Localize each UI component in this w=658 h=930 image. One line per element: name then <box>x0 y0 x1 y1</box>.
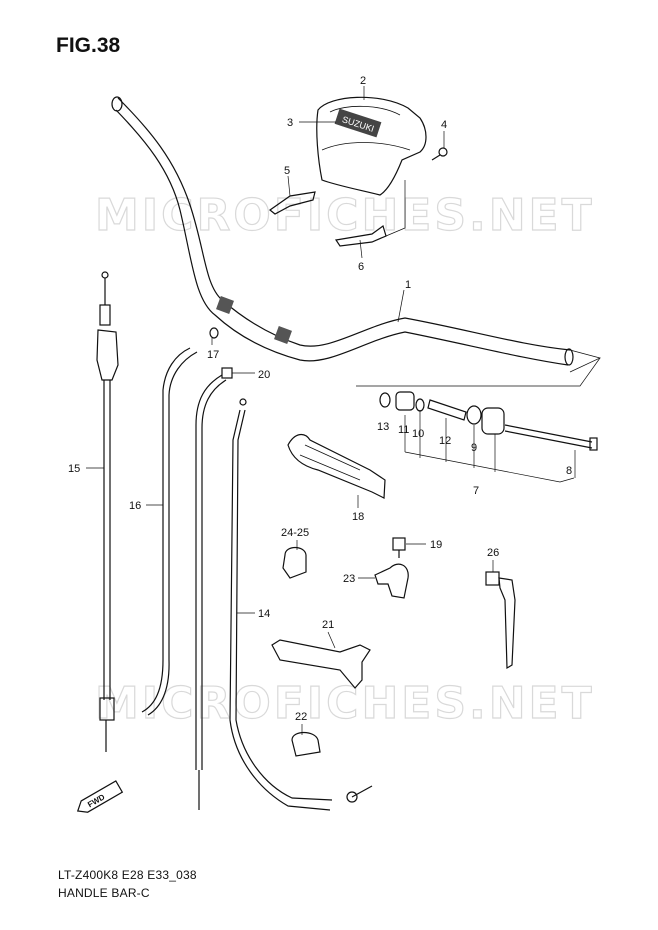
callout-5: 5 <box>284 165 290 177</box>
callout-12: 12 <box>439 435 451 447</box>
bracket-23 <box>374 563 409 599</box>
cable-tie-26 <box>485 560 516 670</box>
watermark-bottom: MICROFICHES.NET <box>95 678 595 729</box>
holder-18 <box>287 434 386 499</box>
callout-20: 20 <box>258 369 270 381</box>
callout-3: 3 <box>287 117 293 129</box>
callout-1: 1 <box>405 279 411 291</box>
callout-8: 8 <box>566 465 572 477</box>
cable-20 <box>195 367 255 810</box>
callout-19: 19 <box>430 539 442 551</box>
cable-16 <box>141 327 219 716</box>
figure-title: FIG.38 <box>56 34 121 57</box>
callout-26: 26 <box>487 547 499 559</box>
callout-22: 22 <box>295 711 307 723</box>
callout-4: 4 <box>441 119 447 131</box>
callout-11: 11 <box>398 424 409 436</box>
clamp-24-25 <box>282 540 307 579</box>
fwd-arrow: FWD <box>76 780 124 813</box>
callout-13: 13 <box>377 421 389 433</box>
callout-7: 7 <box>473 485 479 497</box>
callout-9: 9 <box>471 442 477 454</box>
watermark-top: MICROFICHES.NET <box>95 190 595 241</box>
callout-6: 6 <box>358 261 364 273</box>
section-name: HANDLE BAR-C <box>58 886 150 900</box>
callout-21: 21 <box>322 619 334 631</box>
clamp-assembly <box>356 357 601 483</box>
grip-band-right <box>274 326 292 344</box>
handlebar-cover: SUZUKI <box>316 96 427 196</box>
callout-18: 18 <box>352 511 364 523</box>
callout-2: 2 <box>360 75 366 87</box>
bolt-19 <box>392 537 426 558</box>
screw-4 <box>431 147 448 161</box>
callout-23: 23 <box>343 573 355 585</box>
callout-24-25: 24-25 <box>281 527 309 539</box>
clamp-22 <box>291 724 321 757</box>
callout-10: 10 <box>412 428 424 440</box>
cable-14 <box>229 398 373 811</box>
holder-21 <box>271 631 371 689</box>
suzuki-badge <box>334 108 382 138</box>
grip-band-left <box>216 296 234 314</box>
callout-17: 17 <box>207 349 219 361</box>
cable-15 <box>86 271 119 752</box>
callout-15: 15 <box>68 463 80 475</box>
model-code: LT-Z400K8 E28 E33_038 <box>58 868 197 882</box>
callout-14: 14 <box>258 608 270 620</box>
callout-16: 16 <box>129 500 141 512</box>
